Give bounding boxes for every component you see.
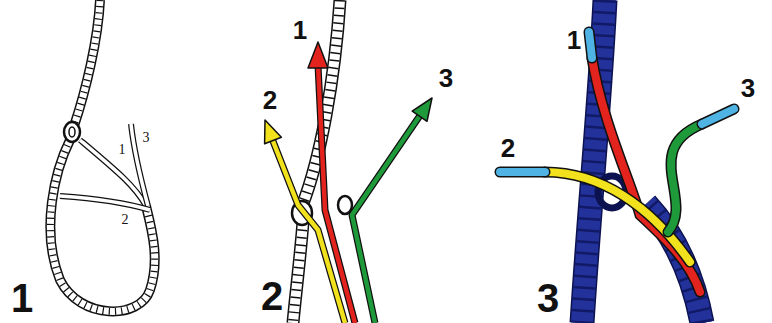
panel-number: 3: [535, 277, 561, 319]
panel-number: 2: [259, 275, 285, 317]
strand-arrow: [265, 42, 432, 323]
coloured-strand: [500, 32, 734, 292]
strand-number: 1: [117, 142, 128, 158]
strand-number: 3: [141, 130, 152, 146]
strand-number: 2: [120, 212, 131, 228]
panel-number: 1: [9, 277, 35, 319]
strand-number: 3: [437, 64, 455, 92]
strand-number: 1: [565, 26, 583, 54]
strand-number: 2: [261, 86, 279, 114]
blue-rope: [582, 0, 702, 323]
rope-strand: [60, 124, 150, 210]
strand-number: 1: [291, 16, 309, 44]
strand-number: 3: [739, 74, 757, 102]
strand-number: 2: [499, 134, 517, 162]
rope-loop: [50, 0, 154, 311]
